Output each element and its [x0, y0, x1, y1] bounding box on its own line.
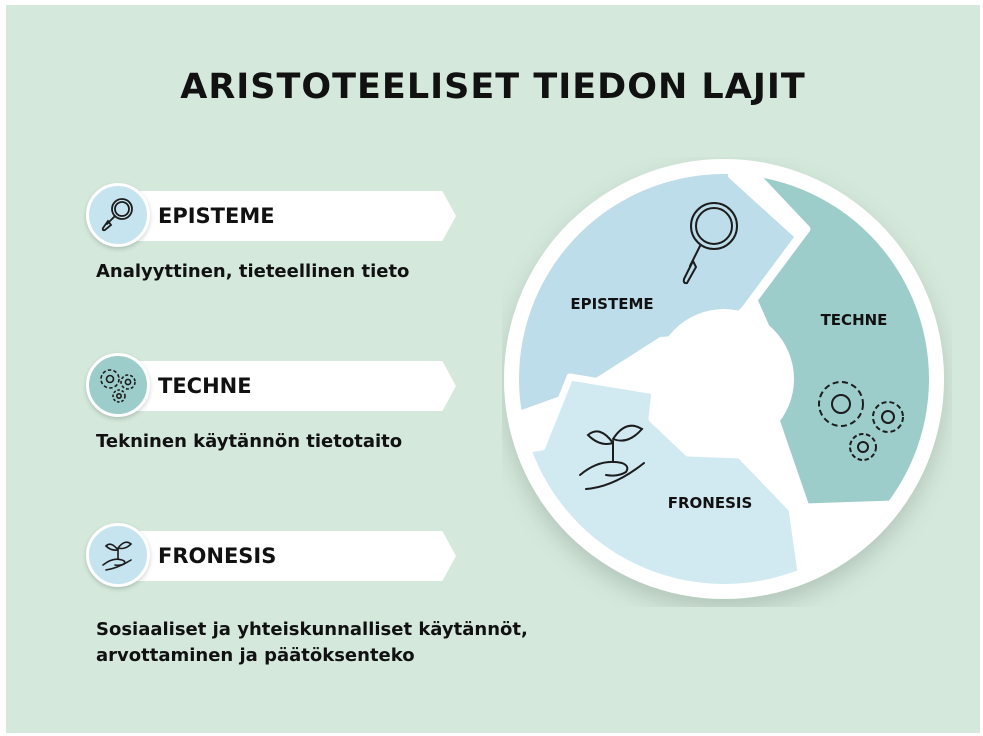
magnifier-icon — [86, 183, 150, 247]
page-title: ARISTOTEELISET TIEDON LAJIT — [180, 67, 806, 107]
item-label-techne: TECHNE — [158, 374, 252, 398]
item-label-fronesis: FRONESIS — [158, 544, 277, 568]
sprout-hand-icon — [86, 523, 150, 587]
label-banner — [114, 191, 456, 241]
cycle-diagram: EPISTEME TECHNE FRONESIS — [504, 159, 944, 599]
segment-label-techne: TECHNE — [821, 311, 888, 329]
description-line: Sosiaaliset ja yhteiskunnalliset käytänn… — [96, 619, 528, 640]
segment-label-episteme: EPISTEME — [570, 295, 653, 313]
segment-label-fronesis: FRONESIS — [668, 494, 753, 512]
item-description-episteme: Analyyttinen, tieteellinen tieto — [96, 261, 410, 282]
label-banner — [114, 531, 456, 581]
magnifier-icon — [682, 202, 738, 285]
label-banner — [114, 361, 456, 411]
item-description-fronesis: Sosiaaliset ja yhteiskunnalliset käytänn… — [96, 617, 656, 669]
sprout-hand-icon — [579, 424, 645, 490]
gears-icon — [818, 381, 904, 461]
item-label-episteme: EPISTEME — [158, 204, 275, 228]
cycle-center — [654, 309, 794, 449]
gears-icon — [86, 353, 150, 417]
infographic: ARISTOTEELISET TIEDON LAJIT EPISTEME Ana… — [6, 5, 980, 733]
description-line: arvottaminen ja päätöksenteko — [96, 645, 415, 666]
item-description-techne: Tekninen käytännön tietotaito — [96, 431, 403, 452]
